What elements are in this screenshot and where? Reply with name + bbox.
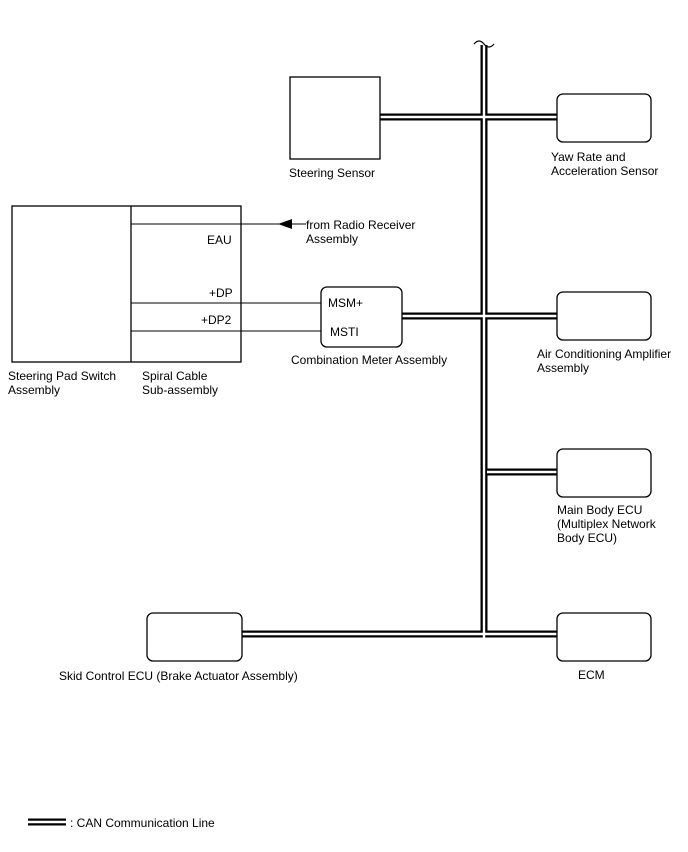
radio-label-line1: from Radio Receiver [306, 218, 415, 232]
main-body-label-line2: (Multiplex Network [557, 517, 657, 531]
legend-label: : CAN Communication Line [70, 816, 215, 830]
legend: : CAN Communication Line [27, 816, 215, 830]
msm-terminal-label: MSM+ [328, 296, 363, 310]
steering-pad-outer-box [11, 205, 242, 363]
eau-terminal-label: EAU [207, 233, 232, 247]
radio-arrow-icon [278, 219, 292, 229]
radio-label-line2: Assembly [306, 232, 358, 246]
spiral-cable-label-line2: Sub-assembly [142, 383, 218, 397]
yaw-rate-label-line1: Yaw Rate and [551, 150, 626, 164]
main-body-label-line3: Body ECU) [557, 531, 617, 545]
air-cond-label-line2: Assembly [537, 361, 589, 375]
spiral-cable-label-line1: Spiral Cable [142, 369, 208, 383]
main-body-ecu-box [556, 448, 652, 498]
yaw-rate-sensor-box [556, 93, 652, 143]
steering-sensor-label: Steering Sensor [289, 166, 375, 180]
yaw-rate-label-line2: Acceleration Sensor [551, 164, 658, 178]
msti-terminal-label: MSTI [330, 325, 359, 339]
can-bus [241, 40, 558, 638]
steering-sensor-box [289, 76, 381, 160]
skid-control-label: Skid Control ECU (Brake Actuator Assembl… [59, 669, 298, 683]
combination-meter-label: Combination Meter Assembly [291, 353, 447, 367]
ecm-label: ECM [578, 668, 605, 682]
steering-pad-label-line1: Steering Pad Switch [8, 369, 116, 383]
skid-control-ecu-box [146, 612, 243, 662]
dp2-terminal-label: +DP2 [201, 313, 232, 327]
air-cond-label-line1: Air Conditioning Amplifier [537, 347, 671, 361]
dp-terminal-label: +DP [209, 286, 233, 300]
main-body-label-line1: Main Body ECU [557, 503, 642, 517]
combination-meter-box [320, 286, 403, 348]
air-conditioning-amplifier-box [556, 291, 652, 341]
ecm-box [556, 612, 652, 662]
bus-break-mark [473, 40, 495, 48]
steering-pad-label-line2: Assembly [8, 383, 60, 397]
